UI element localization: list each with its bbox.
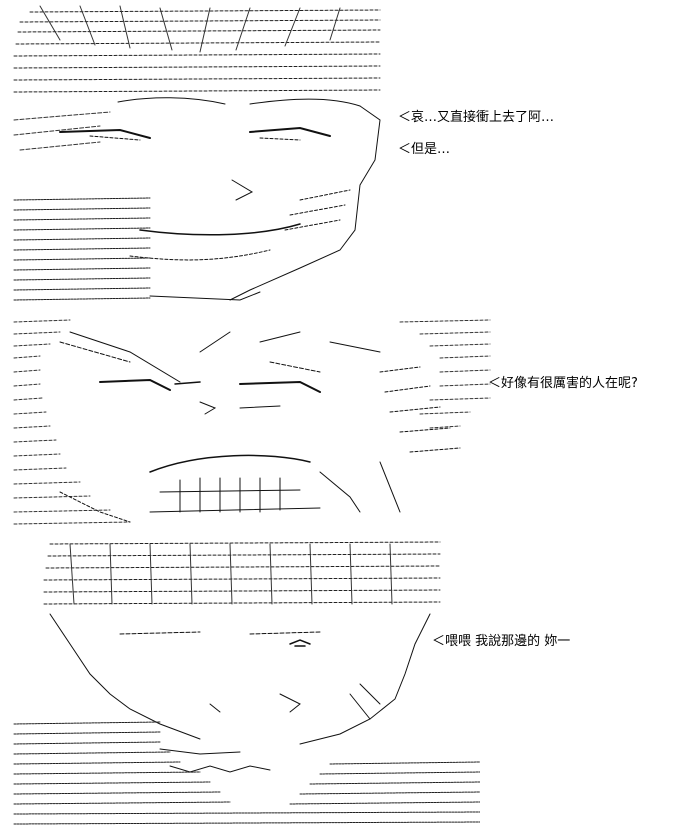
panel-1-dialogue-2: ＜但是…: [398, 142, 451, 157]
panel-2-ascii-art: [13, 319, 491, 525]
panel-1-ascii-art: [13, 5, 381, 301]
panel-1-dialogue-1: ＜哀…又直接衝上去了阿…: [398, 110, 555, 125]
panel-2: ＜好像有很厲害的人在呢?: [0, 312, 700, 534]
panel-3: ＜喂喂 我說那邊的 妳一: [0, 534, 700, 826]
panel-2-dialogue-1: ＜好像有很厲害的人在呢?: [488, 376, 638, 391]
panel-3-ascii-art: [13, 541, 480, 825]
panel-1: ＜哀…又直接衝上去了阿… ＜但是…: [0, 0, 700, 312]
panel-3-dialogue-1: ＜喂喂 我說那邊的 妳一: [432, 634, 571, 649]
